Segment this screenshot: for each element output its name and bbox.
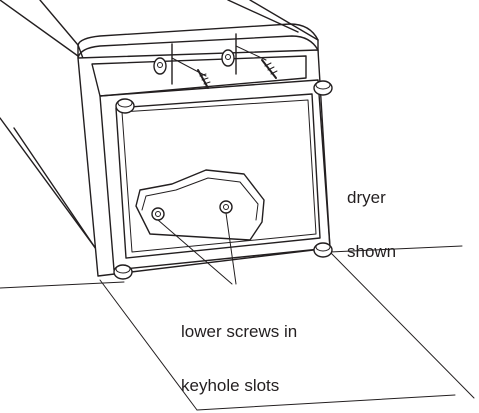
lower-keyhole-right: [219, 200, 233, 214]
dryer-shown-label: dryer shown: [347, 153, 396, 279]
leveling-feet: [113, 80, 333, 280]
leader-lines: [157, 212, 237, 285]
dryer-back-top-line: [249, 0, 319, 41]
upper-hardware: [153, 33, 278, 89]
leader-line-right: [225, 212, 237, 285]
floor-line-front-left: [99, 279, 198, 411]
dryer-top-rim: [77, 35, 319, 59]
dryer-back-top-line2: [227, 0, 299, 33]
foot-top-left: [115, 98, 135, 114]
foot-top-right: [313, 80, 333, 96]
upper-screw-left: [197, 69, 211, 89]
upper-keyhole-right-inner: [225, 54, 231, 60]
adjacent-cabinet-top-edge: [0, 0, 79, 57]
adjacent-cabinet-back-edge: [13, 127, 99, 253]
cabinet-panel-inset: [121, 99, 317, 253]
lower-screws-label: lower screws in keyhole slots: [181, 287, 297, 413]
upper-screw-right: [261, 59, 278, 79]
upper-keyhole-left: [153, 57, 167, 75]
dryer-shown-line-2: shown: [347, 242, 397, 261]
floor-line-left: [0, 281, 125, 289]
upper-keyhole-right: [221, 49, 235, 67]
lower-keyhole-left: [151, 207, 165, 221]
adjacent-cabinet-corner: [39, 0, 79, 46]
cabinet-back-panel: [115, 93, 321, 259]
lower-screws-line-1: lower screws in: [181, 322, 298, 341]
upper-keyhole-left-inner: [157, 62, 163, 68]
upper-bracket-right-diag: [235, 45, 267, 61]
foot-bottom-right: [313, 242, 333, 258]
floor: [0, 245, 475, 411]
floor-line-back: [329, 245, 463, 253]
dryer-shown-line-1: dryer: [347, 188, 386, 207]
adjacent-cabinet: [0, 0, 111, 269]
lower-screws-line-2: keyhole slots: [181, 376, 280, 395]
cutout-inner-edge: [141, 177, 259, 221]
floor-line-front: [196, 394, 456, 411]
foot-bottom-left: [113, 264, 133, 280]
cutout-outline: [135, 169, 265, 241]
floor-line-right: [329, 251, 475, 399]
leader-line-left: [157, 219, 233, 285]
